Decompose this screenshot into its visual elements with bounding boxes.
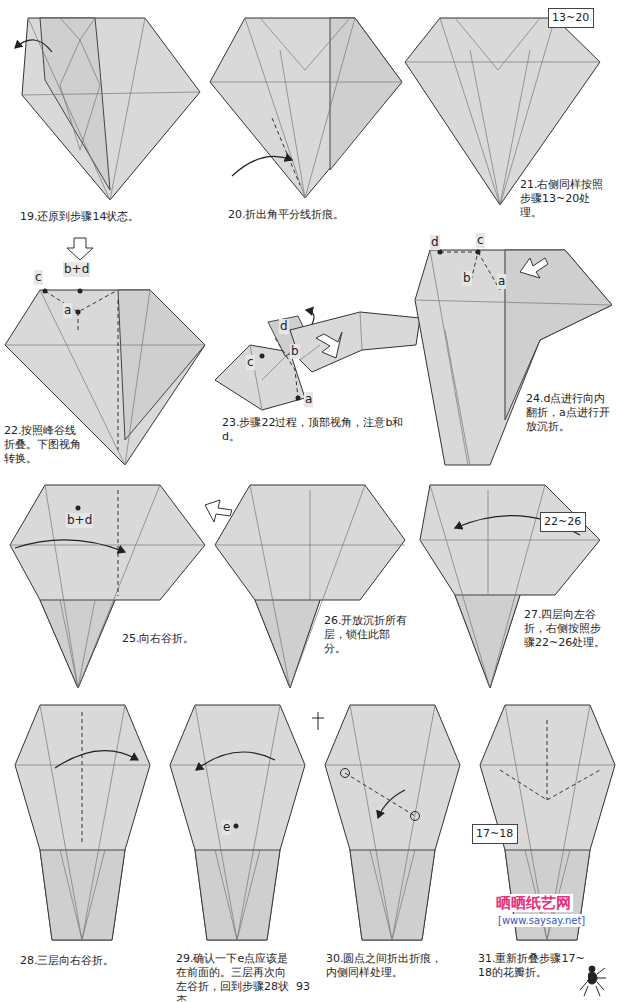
- point-label: a: [304, 392, 313, 407]
- step-27-figure: [420, 485, 600, 688]
- step-range: 13~20: [552, 11, 590, 25]
- step-caption: 21.右侧同样按照步骤13~20处理。: [520, 178, 605, 220]
- watermark-url: [www.saysay.net]: [496, 914, 587, 927]
- step-23-figure: [215, 310, 420, 410]
- step-caption: 25.向右谷折。: [122, 632, 207, 646]
- step-range: 22~26: [544, 515, 582, 529]
- point-label: a: [497, 274, 506, 289]
- step-caption: 31.重新折叠步骤17~18的花瓣折。: [478, 952, 588, 980]
- point-label: c: [476, 233, 485, 248]
- step-range: 17~18: [476, 827, 514, 841]
- watermark: 晒晒纸艺网: [494, 894, 573, 912]
- step-20-figure: [210, 18, 402, 198]
- step-caption: 24.d点进行向内翻折，a点进行开放沉折。: [526, 392, 612, 434]
- step-caption: 28.三层向右谷折。: [20, 954, 150, 968]
- step-19-figure: [15, 18, 200, 200]
- step-reference-box: 17~18: [472, 824, 518, 844]
- point-label: d: [430, 235, 440, 250]
- point-label: b: [462, 271, 472, 286]
- step-caption: 23.步骤22过程，顶部视角，注意b和d。: [222, 416, 407, 444]
- step-26-figure: [205, 485, 405, 688]
- step-reference-box: 22~26: [540, 512, 586, 532]
- step-caption: 22.按照峰谷线折叠。下图视角转换。: [4, 424, 84, 466]
- point-label: d: [279, 319, 289, 334]
- point-label: b+d: [66, 513, 93, 528]
- page-number: 93: [296, 980, 310, 994]
- step-caption: 20.折出角平分线折痕。: [228, 208, 403, 222]
- point-label: b: [290, 344, 300, 359]
- step-29-figure: [170, 705, 305, 940]
- point-label: a: [63, 303, 72, 318]
- step-28-figure: [15, 705, 150, 940]
- step-caption: 27.四层向左谷折，右侧按照步骤22~26处理。: [524, 608, 610, 650]
- step-caption: 30.圆点之间折出折痕，内侧同样处理。: [326, 952, 451, 980]
- point-label: b+d: [63, 262, 90, 277]
- point-label: c: [246, 355, 255, 370]
- step-caption: 26.开放沉折所有层，锁住此部分。: [324, 614, 410, 656]
- step-22-figure: [5, 238, 205, 465]
- step-caption: 19.还原到步骤14状态。: [20, 210, 200, 224]
- point-label: c: [34, 270, 43, 285]
- step-25-figure: [10, 485, 205, 688]
- step-30-figure: [312, 705, 460, 940]
- step-24-figure: [415, 250, 612, 466]
- step-caption: 29.确认一下e点应该是在前面的。三层再次向左谷折，回到步骤28状态。: [176, 952, 296, 1002]
- step-21-figure: [405, 18, 600, 205]
- step-reference-box: 13~20: [548, 8, 594, 28]
- point-label: e: [222, 820, 231, 835]
- step-31-figure: [480, 705, 615, 940]
